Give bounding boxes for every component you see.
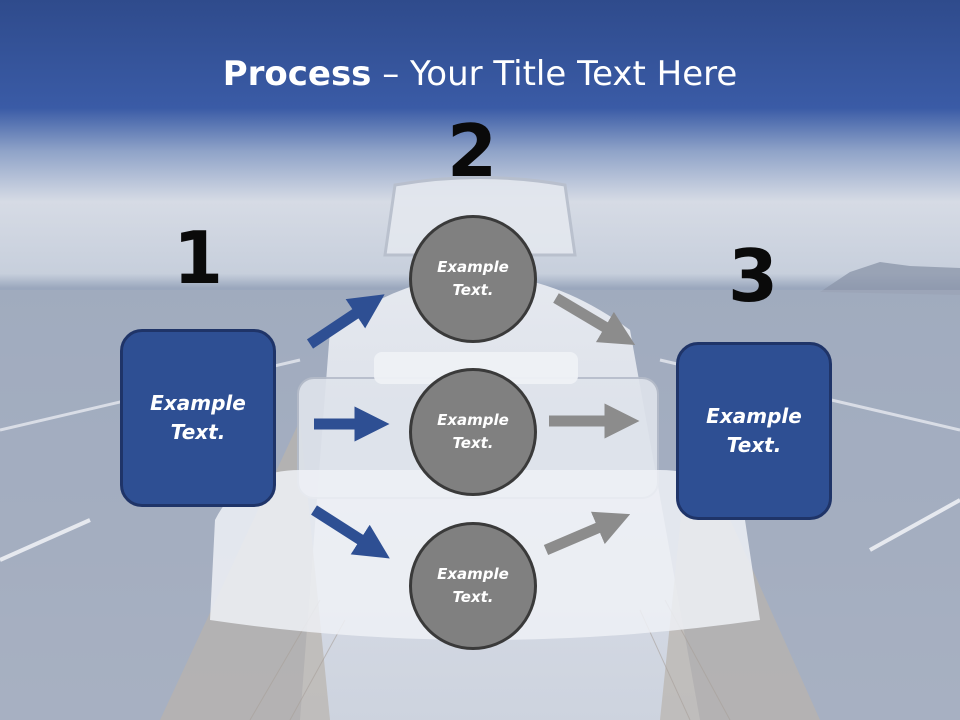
left-box-text: Example Text. [150,391,246,444]
arrow-gray-down [553,293,636,345]
process-circle-bottom[interactable]: Example Text. [409,522,537,650]
title-bold: Process [222,54,372,94]
circle-top-text: Example Text. [437,258,509,299]
right-box-text: Example Text. [706,404,802,457]
circle-middle-text: Example Text. [437,411,509,452]
circle-bottom-text: Example Text. [437,565,509,606]
step-number-3: 3 [727,234,779,318]
right-process-box[interactable]: Example Text. [676,342,832,520]
slide-title: Process – Your Title Text Here [0,52,960,96]
step-number-1: 1 [172,216,224,300]
step-number-2: 2 [446,109,498,193]
arrow-blue-down [311,505,390,559]
left-process-box[interactable]: Example Text. [120,329,276,507]
arrow-blue-up [306,294,385,349]
title-rest: – Your Title Text Here [371,54,738,94]
process-circle-middle[interactable]: Example Text. [409,368,537,496]
process-circle-top[interactable]: Example Text. [409,215,537,343]
arrow-gray-up [543,511,631,556]
